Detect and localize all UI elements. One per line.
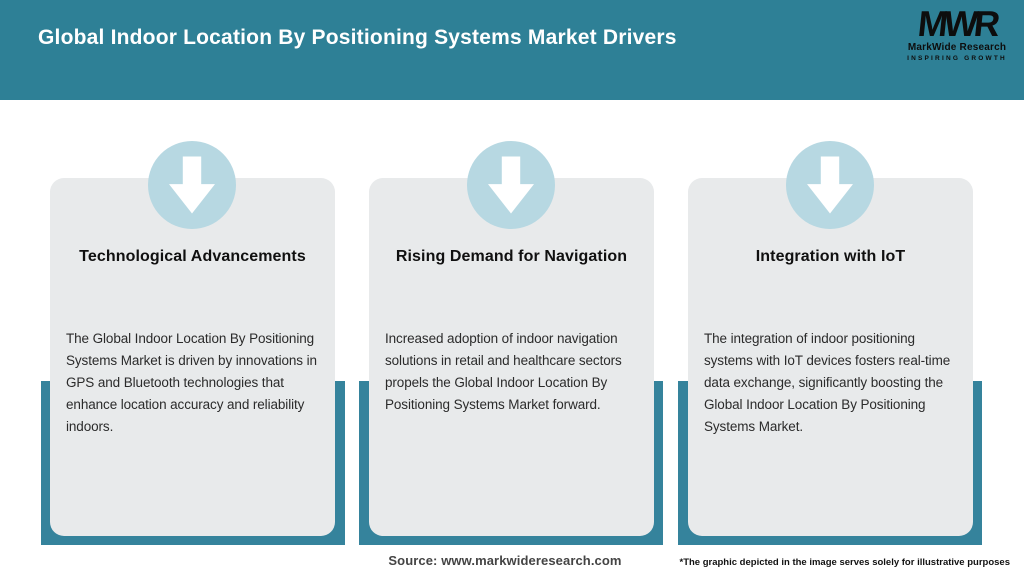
mwr-logo-icon: MWR	[915, 3, 999, 44]
driver-card-technological-advancements: Technological Advancements The Global In…	[50, 178, 335, 536]
down-arrow-icon	[467, 141, 555, 229]
disclaimer-note: *The graphic depicted in the image serve…	[679, 557, 1011, 568]
header-banner: Global Indoor Location By Positioning Sy…	[0, 0, 1024, 100]
driver-card-rising-demand-navigation: Rising Demand for Navigation Increased a…	[369, 178, 654, 536]
page-title: Global Indoor Location By Positioning Sy…	[38, 26, 677, 49]
card-title: Rising Demand for Navigation	[395, 248, 628, 265]
logo-company-name: MarkWide Research	[907, 42, 1007, 53]
down-arrow-glyph	[169, 156, 215, 214]
down-arrow-glyph	[488, 156, 534, 214]
driver-card-integration-iot: Integration with IoT The integration of …	[688, 178, 973, 536]
markwide-logo: MWR MarkWide Research INSPIRING GROWTH	[902, 3, 1012, 63]
down-arrow-icon	[148, 141, 236, 229]
source-attribution: Source: www.markwideresearch.com	[388, 553, 622, 568]
card-description: The Global Indoor Location By Positionin…	[66, 331, 317, 434]
down-arrow-icon	[786, 141, 874, 229]
logo-tagline: INSPIRING GROWTH	[907, 55, 1007, 62]
card-title: Integration with IoT	[755, 248, 906, 265]
down-arrow-glyph	[807, 156, 853, 214]
card-description: Increased adoption of indoor navigation …	[385, 331, 622, 412]
card-description: The integration of indoor positioning sy…	[704, 331, 951, 434]
card-title: Technological Advancements	[79, 248, 306, 265]
